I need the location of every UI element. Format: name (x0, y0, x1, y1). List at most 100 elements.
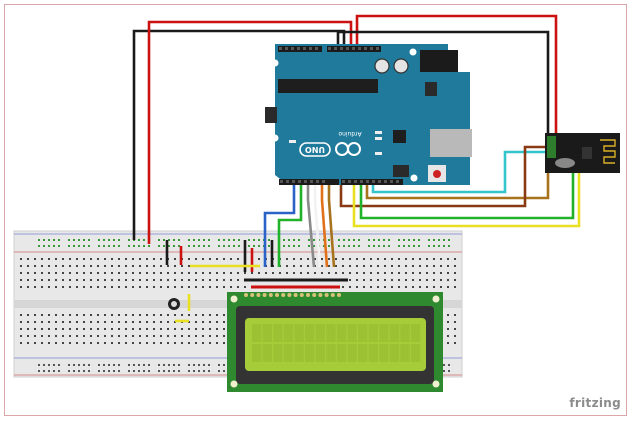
header-pin (310, 180, 313, 183)
wire-d7-lcd[interactable] (263, 183, 296, 267)
wire-gnd-breadboard[interactable] (132, 29, 346, 240)
rail-hole (178, 245, 180, 247)
arduino-uno: UNO Arduino (265, 44, 472, 185)
breadboard-hole (223, 342, 225, 344)
wire-5v-breadboard[interactable] (147, 20, 353, 244)
breadboard-hole (454, 335, 456, 337)
breadboard-hole (202, 279, 204, 281)
rail-hole (313, 239, 315, 241)
breadboard-hole (48, 258, 50, 260)
breadboard-hole (118, 328, 120, 330)
wire-d12-miso[interactable] (365, 157, 550, 200)
breadboard-hole (209, 328, 211, 330)
breadboard-hole (48, 335, 50, 337)
breadboard-hole (132, 342, 134, 344)
nrf24l01-module (545, 133, 620, 173)
breadboard-hole (328, 272, 330, 274)
breadboard-hole (83, 265, 85, 267)
rail-hole (438, 245, 440, 247)
rail-hole (78, 239, 80, 241)
lcd-cell (358, 324, 368, 342)
breadboard-hole (34, 342, 36, 344)
breadboard-hole (41, 328, 43, 330)
breadboard-hole (132, 321, 134, 323)
breadboard-hole (209, 335, 211, 337)
breadboard-hole (160, 279, 162, 281)
breadboard-hole (440, 265, 442, 267)
rail-hole (138, 239, 140, 241)
breadboard-hole (440, 258, 442, 260)
breadboard-hole (139, 279, 141, 281)
breadboard-hole (181, 272, 183, 274)
rail-hole (188, 239, 190, 241)
rail-hole (173, 364, 175, 366)
breadboard-hole (146, 279, 148, 281)
breadboard-hole (125, 279, 127, 281)
header-pin (370, 47, 373, 50)
breadboard-hole (202, 335, 204, 337)
breadboard-hole (62, 314, 64, 316)
breadboard-hole (69, 279, 71, 281)
header-pin (297, 47, 300, 50)
lcd-cell (326, 324, 336, 342)
rail-hole (108, 239, 110, 241)
breadboard-hole (258, 258, 260, 260)
rail-hole (133, 364, 135, 366)
rail-hole (58, 239, 60, 241)
rail-hole (58, 245, 60, 247)
breadboard-hole (27, 272, 29, 274)
breadboard-hole (188, 272, 190, 274)
breadboard-hole (188, 328, 190, 330)
breadboard-hole (139, 272, 141, 274)
lcd-cell (411, 344, 421, 362)
lcd-pin (306, 293, 310, 297)
rail-hole (163, 364, 165, 366)
header-pin (303, 47, 306, 50)
breadboard-hole (41, 321, 43, 323)
rail-hole (128, 245, 130, 247)
rail-hole (143, 245, 145, 247)
wire-d2-lcd[interactable] (327, 183, 336, 268)
breadboard-hole (167, 265, 169, 267)
wire-d4-lcd[interactable] (313, 183, 322, 268)
rail-hole (163, 370, 165, 372)
rail-hole (73, 239, 75, 241)
lcd-pin (312, 293, 317, 297)
wire-gnd-nrf[interactable] (336, 30, 550, 136)
rail-hole (78, 364, 80, 366)
breadboard-hole (153, 272, 155, 274)
rail-hole (83, 370, 85, 372)
breadboard-hole (440, 286, 442, 288)
rail-hole (338, 245, 340, 247)
breadboard-hole (48, 314, 50, 316)
breadboard-hole (391, 286, 393, 288)
breadboard-hole (377, 265, 379, 267)
breadboard-hole (405, 272, 407, 274)
breadboard-hole (41, 265, 43, 267)
header-pin (316, 180, 319, 183)
breadboard-hole (104, 314, 106, 316)
wire-d5-lcd[interactable] (306, 183, 316, 268)
rail-hole (168, 364, 170, 366)
wire-d6-lcd[interactable] (277, 183, 303, 267)
breadboard-hole (167, 314, 169, 316)
header-pin (366, 180, 369, 183)
wire-d13-sck[interactable] (371, 150, 552, 194)
breadboard-hole (447, 342, 449, 344)
header-pin (291, 47, 294, 50)
breadboard-hole (167, 321, 169, 323)
breadboard-hole (160, 265, 162, 267)
breadboard-hole (20, 314, 22, 316)
wire-d9-ce[interactable] (339, 145, 552, 208)
rail-hole (203, 370, 205, 372)
wire-d3-lcd[interactable] (320, 183, 329, 268)
lcd-cell (283, 324, 294, 342)
breadboard-hole (153, 258, 155, 260)
breadboard-hole (398, 265, 400, 267)
lcd-pin (324, 293, 329, 297)
breadboard-hole (370, 265, 372, 267)
breadboard-hole (153, 342, 155, 344)
rail-hole (328, 239, 330, 241)
potentiometer[interactable] (168, 298, 180, 310)
rail-hole (143, 370, 145, 372)
